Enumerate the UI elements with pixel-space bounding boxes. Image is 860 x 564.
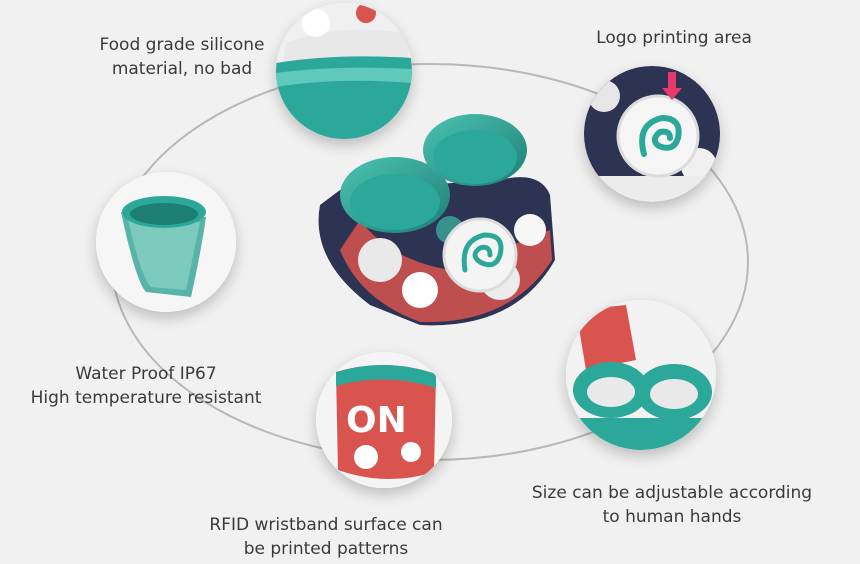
caption-waterproof-line2: High temperature resistant bbox=[30, 388, 262, 408]
caption-printed: RFID wristband surface can be printed pa… bbox=[196, 513, 456, 561]
caption-printed-line1: RFID wristband surface can bbox=[209, 515, 443, 535]
caption-silicone-line2: material, no bad bbox=[111, 59, 253, 79]
svg-text:ON: ON bbox=[346, 400, 407, 441]
hero-wristband-image bbox=[318, 114, 555, 326]
caption-logo: Logo printing area bbox=[578, 26, 770, 50]
logo-closeup-bubble bbox=[584, 66, 720, 202]
caption-silicone: Food grade silicone material, no bad bbox=[84, 33, 280, 81]
caption-logo-line1: Logo printing area bbox=[596, 28, 752, 48]
silicone-closeup-bubble bbox=[276, 3, 412, 139]
caption-adjustable: Size can be adjustable according to huma… bbox=[514, 481, 830, 529]
caption-silicone-line1: Food grade silicone bbox=[99, 35, 265, 55]
caption-waterproof-line1: Water Proof IP67 bbox=[75, 364, 217, 384]
caption-printed-line2: be printed patterns bbox=[243, 539, 409, 559]
caption-adjustable-line2: to human hands bbox=[602, 507, 742, 527]
printed-surface-closeup-bubble: ON bbox=[316, 352, 452, 488]
caption-adjustable-line1: Size can be adjustable according bbox=[531, 483, 813, 503]
waterproof-closeup-bubble bbox=[96, 172, 236, 312]
adjustable-closeup-bubble bbox=[566, 300, 716, 450]
caption-waterproof: Water Proof IP67 High temperature resist… bbox=[14, 362, 278, 410]
